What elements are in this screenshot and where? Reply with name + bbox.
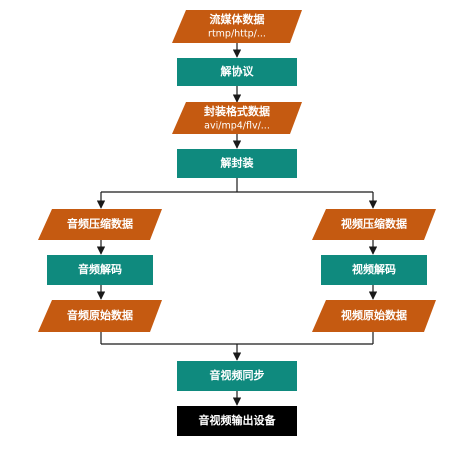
node-stream-data-title: 流媒体数据 xyxy=(210,12,265,26)
node-stream-data-sub: rtmp/http/... xyxy=(208,29,266,40)
node-audio-compressed-title: 音频压缩数据 xyxy=(67,217,133,231)
node-demux: 解封装 xyxy=(177,149,297,178)
node-video-compressed-title: 视频压缩数据 xyxy=(341,217,407,231)
node-container-data: 封装格式数据 avi/mp4/flv/... xyxy=(172,102,302,134)
node-audio-decode: 音频解码 xyxy=(47,255,153,285)
connectors xyxy=(96,43,378,406)
node-av-output-device: 音视频输出设备 xyxy=(177,406,297,436)
node-av-sync-title: 音视频同步 xyxy=(210,368,265,382)
node-container-data-sub: avi/mp4/flv/... xyxy=(204,121,270,132)
node-video-raw: 视频原始数据 xyxy=(312,300,436,332)
node-deprotocol: 解协议 xyxy=(177,58,297,86)
node-video-raw-title: 视频原始数据 xyxy=(341,308,407,322)
node-video-decode-title: 视频解码 xyxy=(352,262,396,276)
node-video-decode: 视频解码 xyxy=(321,255,427,285)
node-audio-decode-title: 音频解码 xyxy=(78,262,122,276)
node-av-sync: 音视频同步 xyxy=(177,361,297,391)
node-demux-title: 解封装 xyxy=(221,156,254,170)
node-stream-data: 流媒体数据 rtmp/http/... xyxy=(172,10,302,43)
node-av-output-device-title: 音视频输出设备 xyxy=(199,413,277,427)
node-audio-raw-title: 音频原始数据 xyxy=(67,308,133,322)
node-audio-compressed: 音频压缩数据 xyxy=(38,209,162,240)
node-container-data-title: 封装格式数据 xyxy=(204,104,270,118)
node-deprotocol-title: 解协议 xyxy=(221,64,255,78)
node-audio-raw: 音频原始数据 xyxy=(38,300,162,332)
node-video-compressed: 视频压缩数据 xyxy=(312,209,436,240)
